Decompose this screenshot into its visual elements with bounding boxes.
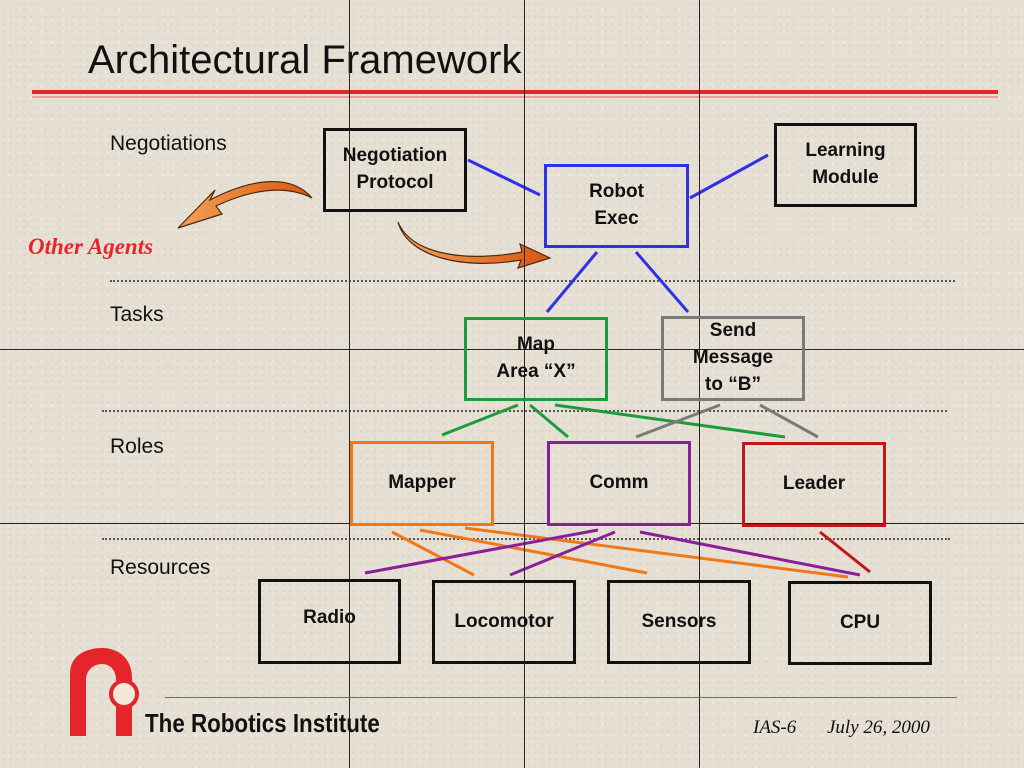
section-label-roles: Roles bbox=[110, 435, 164, 458]
mapper-role-box: Mapper bbox=[350, 441, 494, 526]
footer-divider bbox=[165, 697, 957, 698]
footer-date: July 26, 2000 bbox=[827, 717, 930, 738]
leader-role-box: Leader bbox=[742, 442, 886, 527]
robotics-institute-logo-icon bbox=[70, 648, 139, 736]
guide-line-vertical bbox=[524, 0, 525, 768]
exec-connectors bbox=[467, 153, 769, 313]
footer-event: IAS-6 bbox=[753, 717, 797, 738]
curved-arrow-to-robot-exec bbox=[397, 221, 552, 269]
learning-module-box: Learning Module bbox=[774, 123, 917, 207]
line-exec-send bbox=[634, 251, 690, 313]
page-title: Architectural Framework bbox=[88, 38, 522, 82]
comm-role-box: Comm bbox=[547, 441, 691, 526]
section-label-negotiations: Negotiations bbox=[110, 132, 227, 155]
title-divider-shadow bbox=[32, 96, 998, 98]
task-connectors-gray bbox=[635, 403, 819, 439]
negotiation-protocol-box: Negotiation Protocol bbox=[323, 128, 467, 212]
other-agents-label: Other Agents bbox=[28, 234, 154, 259]
line-protocol-exec bbox=[467, 158, 541, 197]
section-separator-resources bbox=[102, 538, 950, 540]
footer-organization: The Robotics Institute bbox=[145, 708, 380, 738]
locomotor-resource-box: Locomotor bbox=[432, 580, 576, 664]
title-divider bbox=[32, 90, 998, 94]
guide-line-horizontal bbox=[0, 349, 1024, 350]
map-area-task-box: Map Area “X” bbox=[464, 317, 608, 401]
sensors-resource-box: Sensors bbox=[607, 580, 751, 664]
guide-line-horizontal bbox=[0, 523, 1024, 524]
cpu-resource-box: CPU bbox=[788, 581, 932, 665]
radio-resource-box: Radio bbox=[258, 579, 401, 664]
task-connectors-green bbox=[441, 403, 786, 439]
line-exec-learning bbox=[689, 153, 769, 200]
role-connectors-red bbox=[819, 530, 871, 574]
send-message-task-box: Send Message to “B” bbox=[661, 316, 805, 401]
line-exec-map bbox=[545, 251, 599, 313]
guide-line-vertical bbox=[349, 0, 350, 768]
section-label-resources: Resources bbox=[110, 556, 211, 579]
role-connectors-purple bbox=[364, 528, 861, 577]
robot-exec-box: Robot Exec bbox=[544, 164, 689, 248]
section-separator-tasks bbox=[110, 280, 955, 282]
role-connectors-orange bbox=[391, 526, 849, 579]
guide-line-vertical bbox=[699, 0, 700, 768]
section-label-tasks: Tasks bbox=[110, 303, 164, 326]
curved-arrow-to-other-agents bbox=[177, 180, 313, 229]
